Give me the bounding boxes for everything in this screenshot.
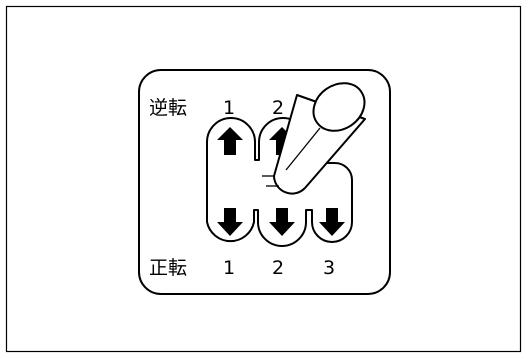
reverse-1-up-arrow-icon — [217, 127, 243, 155]
forward-gear-1-label: 1 — [223, 257, 235, 279]
reverse-gear-1-label: 1 — [223, 97, 235, 119]
reverse-label: 逆転 — [149, 97, 187, 119]
shift-gate-outline — [206, 117, 353, 247]
forward-gear-3-label: 3 — [323, 257, 335, 279]
forward-gear-2-label: 2 — [272, 257, 284, 279]
outer-frame — [5, 5, 522, 353]
forward-2-down-arrow-icon — [269, 208, 295, 236]
reverse-gear-2-label: 2 — [272, 97, 284, 119]
forward-label: 正転 — [149, 257, 187, 279]
forward-1-down-arrow-icon — [217, 208, 243, 236]
shift-panel — [138, 69, 391, 295]
shift-lever — [262, 82, 366, 195]
forward-3-down-arrow-icon — [319, 208, 345, 236]
